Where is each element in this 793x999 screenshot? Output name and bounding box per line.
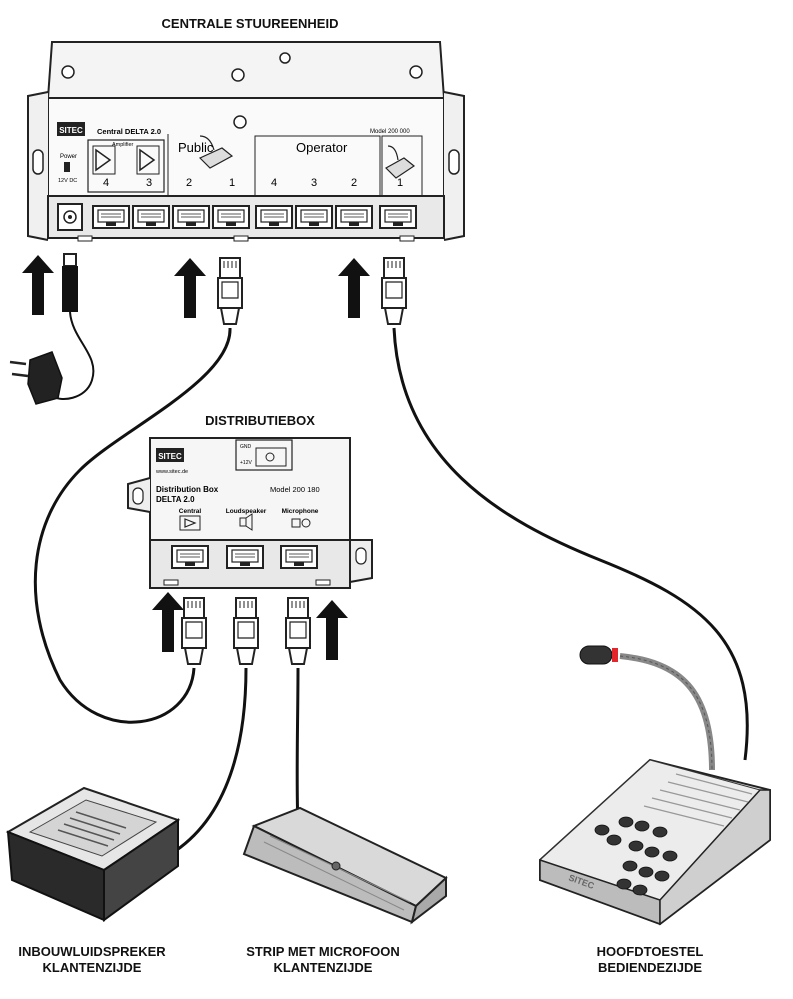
arrow-up-icon bbox=[338, 258, 370, 318]
distribution-name-line2: DELTA 2.0 bbox=[156, 495, 195, 504]
built-in-loudspeaker bbox=[5, 786, 181, 922]
rj45-plug-icon bbox=[181, 597, 207, 665]
power-adapter-icon bbox=[9, 253, 95, 405]
rj45-plug-icon bbox=[285, 597, 311, 665]
public-port-4: 4 bbox=[103, 177, 109, 189]
power-spec: 12V DC bbox=[58, 178, 77, 184]
central-control-unit: SITEC Central DELTA 2.0 Model 200 000 Po… bbox=[27, 41, 465, 242]
arrow-up-icon bbox=[22, 255, 54, 315]
main-station: SITEC bbox=[539, 645, 771, 926]
terminal-gnd: GND bbox=[240, 444, 252, 450]
main-station-caption: HOOFDTOESTEL BEDIENDEZIJDE bbox=[570, 944, 730, 976]
central-unit-title: CENTRALE STUUREENHEID bbox=[161, 16, 339, 31]
arrow-up-icon bbox=[174, 258, 206, 318]
port-label-microphone: Microphone bbox=[282, 508, 319, 515]
rj45-plug-icon bbox=[233, 597, 259, 665]
mic-strip-caption-line1: STRIP MET MICROFOON bbox=[246, 944, 400, 959]
distribution-name-line1: Distribution Box bbox=[156, 485, 219, 494]
cables bbox=[33, 327, 749, 862]
operator-label: Operator bbox=[296, 140, 348, 155]
port-label-central: Central bbox=[179, 508, 202, 515]
loudspeaker-caption-line2: KLANTENZIJDE bbox=[42, 960, 142, 975]
operator-port-3: 3 bbox=[311, 177, 317, 189]
distribution-model-number: Model 200 180 bbox=[270, 485, 320, 494]
distribution-website: www.sitec.de bbox=[155, 469, 188, 475]
microphone-icon bbox=[291, 518, 301, 528]
keypad bbox=[594, 816, 678, 896]
public-port-1: 1 bbox=[229, 177, 235, 189]
operator-port-4: 4 bbox=[271, 177, 277, 189]
amplifier-label: Amplifier bbox=[112, 142, 134, 148]
rj45-plug-icon bbox=[217, 257, 243, 325]
main-station-caption-line2: BEDIENDEZIJDE bbox=[597, 960, 703, 975]
terminal-12v: +12V bbox=[240, 460, 252, 466]
public-label: Public bbox=[178, 140, 214, 155]
public-port-3: 3 bbox=[146, 177, 152, 189]
mic-red-ring bbox=[612, 648, 618, 662]
distribution-box-title: DISTRIBUTIEBOX bbox=[205, 413, 315, 428]
main-station-caption-line1: HOOFDTOESTEL bbox=[596, 944, 704, 959]
mic-strip-caption-line2: KLANTENZIJDE bbox=[273, 960, 373, 975]
distribution-brand: SITEC bbox=[158, 452, 182, 461]
microphone-strip bbox=[242, 806, 448, 925]
central-model-number: Model 200 000 bbox=[370, 129, 410, 135]
rj45-plug-icon bbox=[381, 257, 407, 325]
mic-strip-caption: STRIP MET MICROFOON KLANTENZIJDE bbox=[228, 944, 418, 976]
central-brand: SITEC bbox=[59, 126, 83, 135]
arrow-up-icon bbox=[152, 592, 184, 652]
port-label-loudspeaker: Loudspeaker bbox=[226, 508, 267, 515]
loudspeaker-caption: INBOUWLUIDSPREKER KLANTENZIJDE bbox=[2, 944, 182, 976]
central-model-name: Central DELTA 2.0 bbox=[97, 127, 161, 136]
operator-port-1: 1 bbox=[397, 177, 403, 189]
loudspeaker-caption-line1: INBOUWLUIDSPREKER bbox=[18, 944, 166, 959]
public-port-2: 2 bbox=[186, 177, 192, 189]
distribution-box: SITEC www.sitec.de Distribution Box DELT… bbox=[127, 437, 373, 589]
arrow-up-icon bbox=[316, 600, 348, 660]
power-label: Power bbox=[60, 154, 77, 160]
operator-port-2: 2 bbox=[351, 177, 357, 189]
